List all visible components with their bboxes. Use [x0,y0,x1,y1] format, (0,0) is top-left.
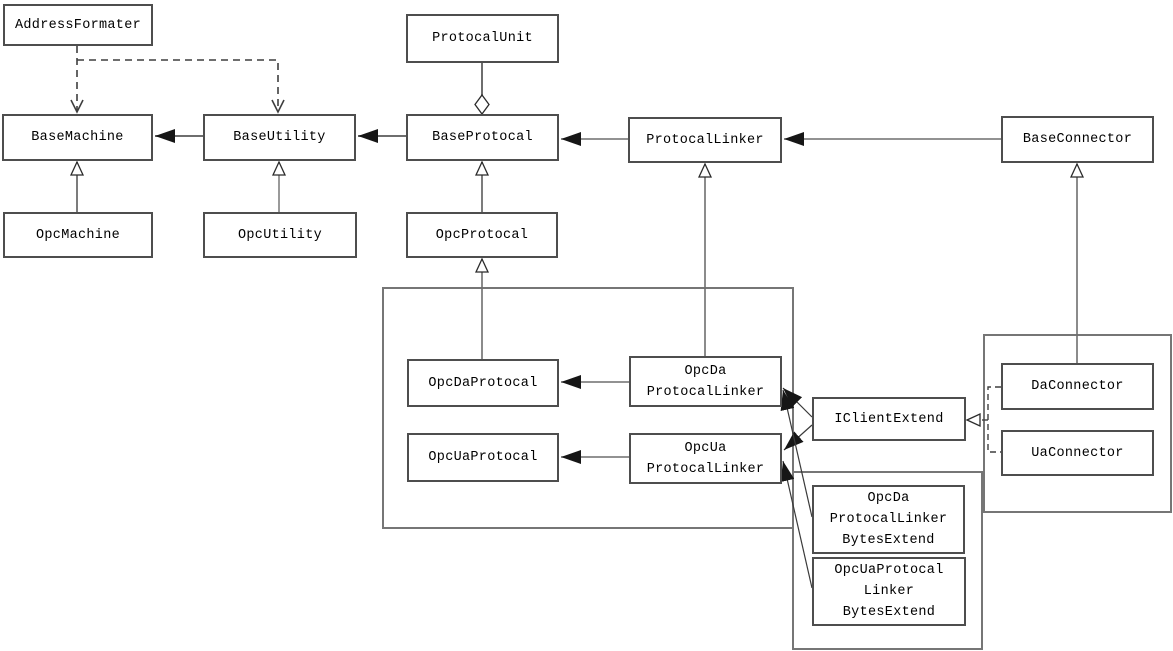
class-box-ua-connector: UaConnector [1001,430,1154,476]
group-opc-protocal-linker-container [382,287,794,529]
class-label-line2: Linker [863,584,915,599]
class-box-opc-ua-protocal: OpcUaProtocal [407,433,559,482]
class-box-opc-utility: OpcUtility [203,212,357,258]
class-label: BaseUtility [233,130,326,145]
aggregation-diamond-icon [474,93,490,116]
dependency-addressformater-to-baseutility [77,59,285,114]
class-box-protocal-unit: ProtocalUnit [406,14,559,63]
class-label-line3: BytesExtend [842,605,936,620]
class-label: BaseProtocal [432,130,533,145]
class-box-opc-da-protocal: OpcDaProtocal [407,359,559,407]
class-label: OpcDaProtocal [428,375,538,391]
class-label: OpcUaProtocal [428,450,538,465]
class-box-base-protocal: BaseProtocal [406,114,559,161]
class-label: BaseMachine [31,130,124,145]
group-connector-container [983,334,1172,513]
class-label: IClientExtend [834,411,944,427]
class-box-opc-protocal: OpcProtocal [406,212,558,258]
class-label: DaConnector [1031,379,1124,394]
realization-triangle-icon [965,412,981,428]
class-label-line1: OpcUaProtocal [834,563,944,578]
class-label: OpcProtocal [435,227,529,243]
class-box-opc-da-protocal-linker: OpcDa ProtocalLinker [629,356,782,407]
class-box-protocal-linker: ProtocalLinker [628,117,782,163]
class-box-base-utility: BaseUtility [203,114,356,161]
class-box-opc-machine: OpcMachine [3,212,153,258]
class-box-address-formater: AddressFormater [3,4,153,46]
class-label-line2: ProtocalLinker [829,512,948,527]
class-label: UaConnector [1031,445,1124,461]
class-box-opc-ua-protocal-linker: OpcUa ProtocalLinker [629,433,782,484]
class-box-base-connector: BaseConnector [1001,116,1154,163]
class-box-opc-da-protocal-linker-bytes-extend: OpcDa ProtocalLinker BytesExtend [812,485,965,554]
class-label-line1: OpcDa [867,491,910,506]
class-label: OpcUtility [237,227,322,243]
class-box-i-client-extend: IClientExtend [812,397,966,441]
class-label-line2: ProtocalLinker [646,384,765,400]
class-label-line2: ProtocalLinker [646,461,765,477]
class-box-opc-ua-protocal-linker-bytes-extend: OpcUaProtocal Linker BytesExtend [812,557,966,626]
class-label: AddressFormater [14,17,142,33]
class-label: OpcMachine [35,227,120,243]
class-label: ProtocalLinker [646,132,764,148]
class-label: ProtocalUnit [432,31,533,46]
class-label-line3: BytesExtend [842,533,935,548]
class-box-da-connector: DaConnector [1001,363,1154,410]
class-label-line1: OpcUa [684,440,727,456]
class-box-base-machine: BaseMachine [2,114,153,161]
class-label-line1: OpcDa [684,363,727,379]
class-label: BaseConnector [1022,132,1133,147]
